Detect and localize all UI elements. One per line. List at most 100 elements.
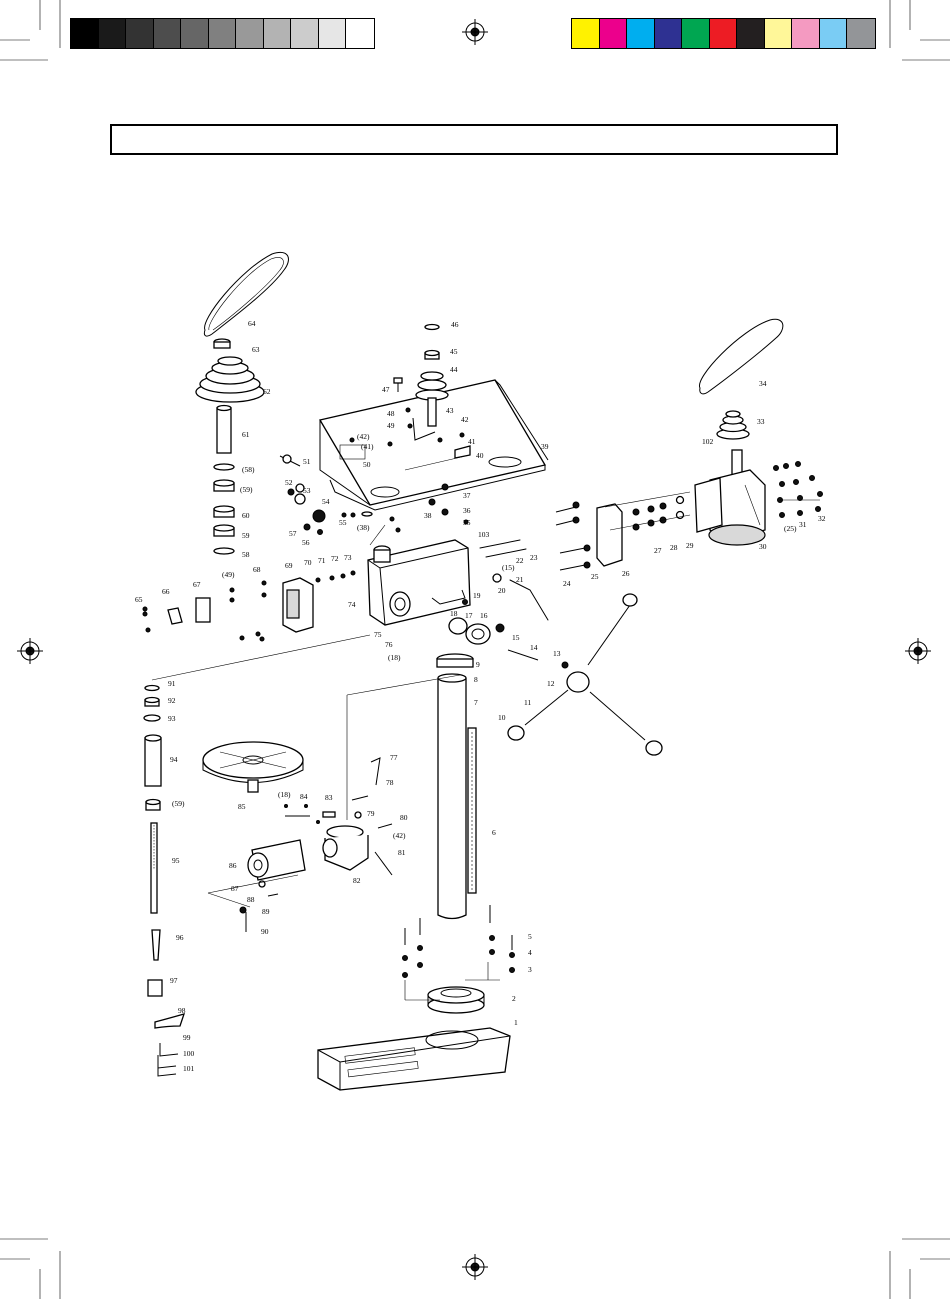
- label-55: 55: [339, 518, 347, 527]
- base-bolts-icon: [402, 905, 515, 978]
- label-67: 67: [193, 580, 201, 589]
- bolts-and-nuts-icon: [142, 461, 823, 642]
- pulley-sleeve-61-icon: [216, 404, 232, 454]
- label-2: 2: [512, 994, 516, 1003]
- label-65: 65: [135, 595, 143, 604]
- label-17: 17: [465, 611, 473, 620]
- quill-and-spindle-stack-icon: [143, 684, 186, 1077]
- spindle-pulley-62-icon: [195, 338, 265, 403]
- label-80: 80: [400, 813, 408, 822]
- label-99: 99: [183, 1033, 191, 1042]
- leader-lines: [151, 454, 820, 1001]
- column-7-icon: [436, 653, 474, 920]
- belt-64-icon: [203, 252, 289, 337]
- label-98: 98: [178, 1006, 186, 1015]
- label-102: 102: [702, 437, 714, 446]
- process-swatch-6: [709, 19, 737, 48]
- process-swatch-9: [792, 19, 820, 48]
- label-8: 8: [474, 675, 478, 684]
- feed-handle-hub-12-icon: [507, 593, 663, 756]
- process-swatch-3: [627, 19, 655, 48]
- label-29: 29: [686, 541, 694, 550]
- label-43: 43: [446, 406, 454, 415]
- label-58b: (58): [242, 465, 255, 474]
- label-72: 72: [331, 554, 339, 563]
- label-4: 4: [528, 948, 532, 957]
- registration-mark-right: [905, 638, 931, 664]
- depth-stop-and-switch-icon: [167, 577, 314, 633]
- gray-swatch-11: [346, 19, 374, 48]
- label-23: 23: [530, 553, 538, 562]
- motor-30-icon: [694, 449, 766, 546]
- label-86: 86: [229, 861, 237, 870]
- label-78: 78: [386, 778, 394, 787]
- label-76: 76: [385, 640, 393, 649]
- label-18c: (18): [278, 790, 291, 799]
- label-37: 37: [463, 491, 471, 500]
- label-18: 18: [450, 609, 458, 618]
- label-27: 27: [654, 546, 662, 555]
- process-swatch-4: [654, 19, 682, 48]
- label-60: 60: [242, 511, 250, 520]
- label-81: 81: [398, 848, 406, 857]
- label-3: 3: [528, 965, 532, 974]
- label-42c: (42): [393, 831, 406, 840]
- label-41: 41: [468, 437, 476, 446]
- label-15b: (15): [502, 563, 515, 572]
- label-20: 20: [498, 586, 506, 595]
- label-49b: (49): [222, 570, 235, 579]
- label-19: 19: [473, 591, 481, 600]
- process-swatch-8: [764, 19, 792, 48]
- gray-swatch-4: [153, 19, 181, 48]
- label-70: 70: [304, 558, 312, 567]
- label-52: 52: [285, 478, 293, 487]
- label-92: 92: [168, 696, 176, 705]
- label-74: 74: [348, 600, 356, 609]
- label-42: 42: [461, 415, 469, 424]
- label-41b: (41): [361, 442, 374, 451]
- label-47: 47: [382, 385, 390, 394]
- label-61: 61: [242, 430, 250, 439]
- label-56: 56: [302, 538, 310, 547]
- label-38: 38: [424, 511, 432, 520]
- label-89: 89: [262, 907, 270, 916]
- label-36: 36: [463, 506, 471, 515]
- label-63: 63: [252, 345, 260, 354]
- label-73: 73: [344, 553, 352, 562]
- process-swatch-10: [819, 19, 847, 48]
- label-69: 69: [285, 561, 293, 570]
- process-swatch-5: [682, 19, 710, 48]
- process-swatch-7: [737, 19, 765, 48]
- table-bracket-82-icon: [322, 825, 393, 876]
- label-101: 101: [183, 1064, 195, 1073]
- label-46: 46: [451, 320, 459, 329]
- registration-mark-left: [17, 638, 43, 664]
- label-35: 35: [463, 518, 471, 527]
- label-88: 88: [247, 895, 255, 904]
- label-45: 45: [450, 347, 458, 356]
- label-15: 15: [512, 633, 520, 642]
- misc-hardware-icon: [279, 377, 471, 493]
- process-swatch-2: [599, 19, 627, 48]
- label-25b: (25): [784, 524, 797, 533]
- label-77: 77: [390, 753, 398, 762]
- gray-swatch-1: [71, 19, 99, 48]
- label-83: 83: [325, 793, 333, 802]
- label-94: 94: [170, 755, 178, 764]
- gray-swatch-5: [181, 19, 209, 48]
- label-93: 93: [168, 714, 176, 723]
- label-32: 32: [818, 514, 826, 523]
- gray-swatch-2: [98, 19, 126, 48]
- label-44: 44: [450, 365, 458, 374]
- label-9: 9: [476, 660, 480, 669]
- process-color-bar: [571, 18, 876, 49]
- gray-swatch-9: [291, 19, 319, 48]
- label-85: 85: [238, 802, 246, 811]
- registration-mark-top: [462, 19, 488, 45]
- head-casting-icon: [367, 539, 471, 626]
- label-28: 28: [670, 543, 678, 552]
- label-14: 14: [530, 643, 538, 652]
